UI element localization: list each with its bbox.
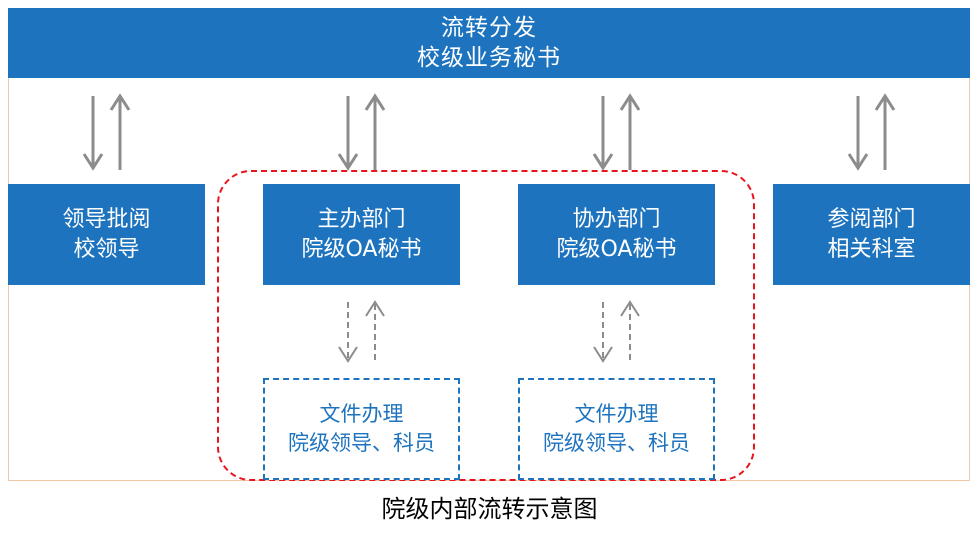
down-arrow-head (82, 153, 104, 171)
ref-box-line1: 参阅部门 (827, 206, 916, 232)
dashed-down-arrow-head (593, 346, 613, 363)
assisting-department-box: 协办部门 院级OA秘书 (518, 184, 715, 285)
file-box-1-line1: 文件办理 (319, 402, 404, 426)
up-arrow-head (619, 93, 641, 111)
up-arrow-head (364, 93, 386, 111)
assist-box-line1: 协办部门 (572, 206, 661, 232)
top-box-line1: 流转分发 (441, 15, 537, 41)
arrow-pair-main (337, 93, 386, 171)
top-box-line2: 校级业务秘书 (417, 45, 561, 71)
reference-department-box: 参阅部门 相关科室 (773, 184, 970, 285)
main-department-box: 主办部门 院级OA秘书 (263, 184, 460, 285)
distribution-secretary-box: 流转分发 校级业务秘书 (8, 8, 970, 78)
file-box-1-line2: 院级领导、科员 (288, 431, 435, 455)
leader-box-line1: 领导批阅 (62, 206, 151, 232)
down-arrow-head (337, 153, 359, 171)
down-arrow-head (847, 153, 869, 171)
down-arrow-head (592, 153, 614, 171)
arrow-pair-leader (82, 93, 131, 171)
file-box-2-line2: 院级领导、科员 (543, 431, 690, 455)
dashed-down-arrow-head (338, 346, 358, 363)
up-arrow-head (874, 93, 896, 111)
internal-group-outline (217, 170, 755, 481)
main-box-line2: 院级OA秘书 (301, 236, 422, 262)
leader-box-line2: 校领导 (73, 236, 140, 262)
arrow-pair-reference (847, 93, 896, 171)
diagram-caption: 院级内部流转示意图 (381, 495, 598, 523)
file-handling-box-main: 文件办理 院级领导、科员 (263, 378, 460, 480)
dashed-up-arrow-head (365, 300, 385, 317)
up-arrow-head (109, 93, 131, 111)
file-box-2-line1: 文件办理 (574, 402, 659, 426)
dashed-arrow-pair-assist (593, 300, 640, 363)
dashed-up-arrow-head (620, 300, 640, 317)
main-box-line1: 主办部门 (317, 206, 406, 232)
file-handling-box-assist: 文件办理 院级领导、科员 (518, 378, 715, 480)
assist-box-line2: 院级OA秘书 (556, 236, 677, 262)
ref-box-line2: 相关科室 (827, 236, 916, 262)
arrow-pair-assist (592, 93, 641, 171)
leader-review-box: 领导批阅 校领导 (8, 184, 205, 285)
dashed-arrow-pair-main (338, 300, 385, 363)
